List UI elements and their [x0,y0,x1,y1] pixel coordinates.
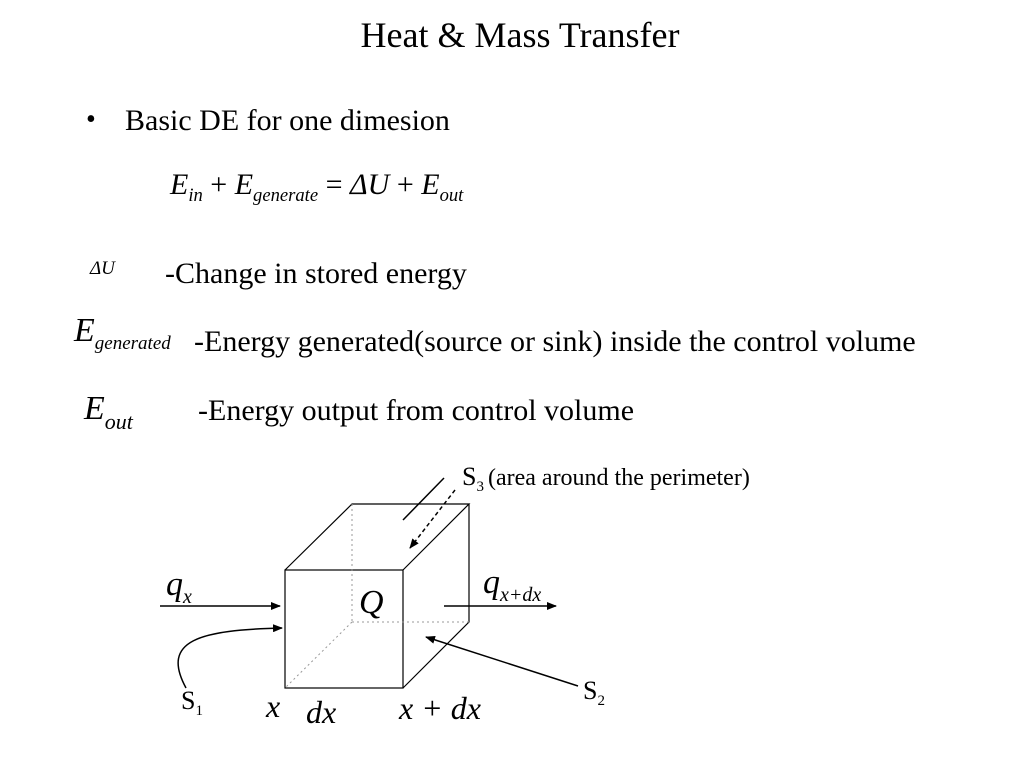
label-Q: Q [359,584,384,621]
def-e-out-text: -Energy output from control volume [198,394,635,427]
label-x-plus-dx: x + dx [399,690,481,726]
eq-plus-1: + [210,168,228,201]
label-s1-letter: S [181,686,196,715]
label-q-x: qx [166,566,192,608]
label-q-x-dx: qx+dx [483,564,541,606]
bullet-marker: • [86,104,96,135]
eq-sub-generate: generate [253,185,319,207]
eq-plus-2: + [396,168,414,201]
label-s1-sub: 1 [195,703,203,719]
def-delta-u-symbol: ΔU [90,258,115,279]
slide-title: Heat & Mass Transfer [360,15,680,55]
def-delta-u-text: -Change in stored energy [165,257,467,290]
label-q-x-dx-sub: x+dx [500,584,542,606]
label-s3-note: (area around the perimeter) [487,465,750,491]
eq-e-in: E [170,168,189,201]
label-s1: S1 [181,686,203,719]
cube-hidden-edges [284,504,469,689]
eq-sub-in: in [188,185,203,207]
label-dx: dx [306,694,337,730]
def-e-generated-sub: generated [94,333,171,354]
s3-pointer-line [402,477,445,521]
label-x: x [266,688,281,724]
label-s2: S2 [583,676,605,709]
def-e-generated-letter: E [74,312,95,349]
label-q-x-letter: q [166,566,183,603]
cube-front-face [284,569,404,689]
def-e-out-letter: E [84,390,105,427]
label-s2-sub: 2 [597,693,605,709]
eq-equals: = [325,168,343,201]
cube-top-face [284,503,471,571]
s2-arrow [425,635,579,687]
label-q-x-dx-letter: q [483,564,500,601]
cube-right-face [402,504,470,689]
bullet-text: Basic DE for one dimesion [125,104,450,137]
eq-sub-out: out [439,185,464,207]
def-e-out-symbol: Eout [84,390,133,434]
eq-e-out: E [421,168,440,201]
s1-curved-arrow [177,624,283,689]
def-e-generated-text: -Energy generated(source or sink) inside… [194,325,916,358]
eq-e-generate: E [234,168,254,201]
energy-balance-equation: Ein + Egenerate = ΔU + Eout [170,168,463,207]
eq-delta-u: ΔU [350,168,390,201]
label-s3-letter: S [462,462,477,491]
def-e-generated-symbol: Egenerated [74,312,171,354]
label-s3-sub: 3 [476,479,484,495]
label-q-x-sub: x [183,586,192,608]
label-s2-letter: S [583,676,598,705]
label-s3: S3 (area around the perimeter) [462,462,750,495]
def-e-out-sub: out [104,409,133,434]
s3-dashed-arrow [409,489,456,549]
